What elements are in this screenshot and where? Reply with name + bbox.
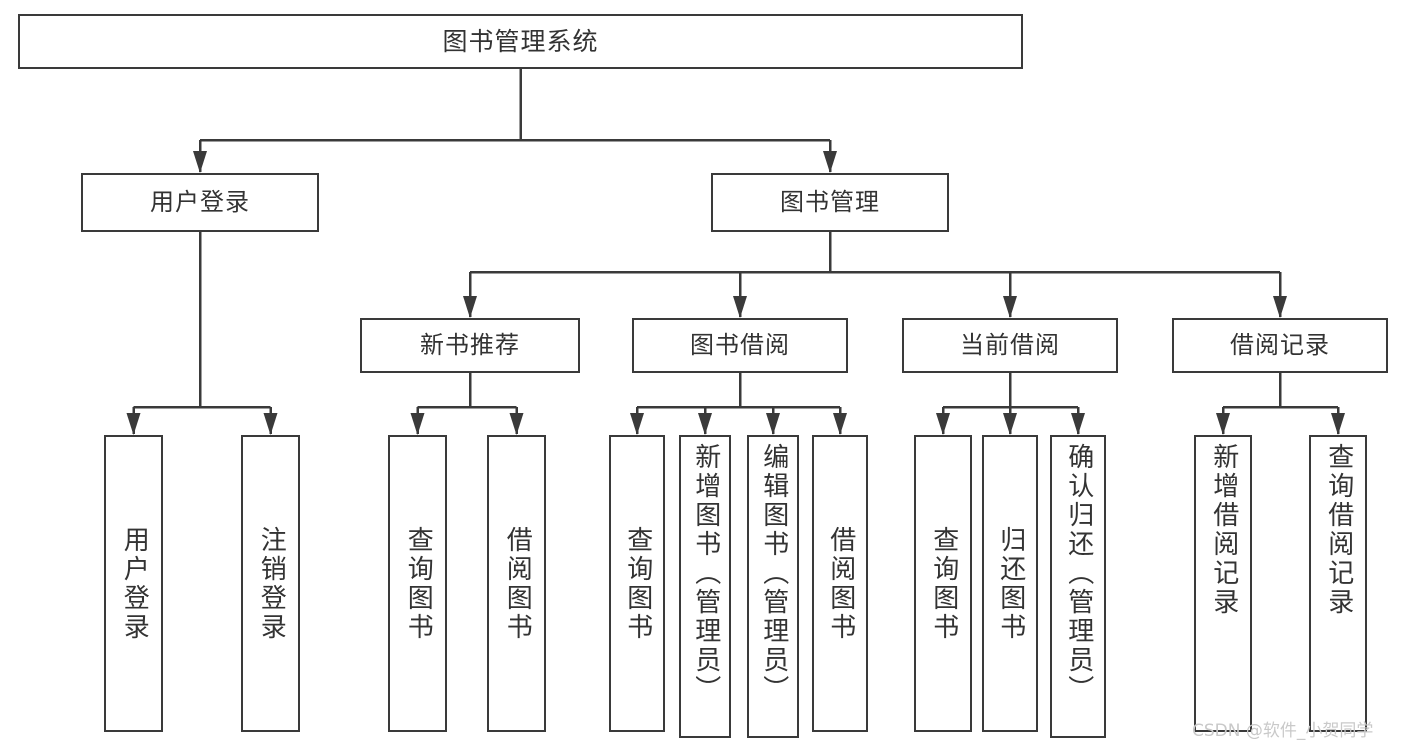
- node-label: 借阅图书: [825, 525, 856, 642]
- node-label: 查询图书: [622, 525, 653, 642]
- node-label: 借阅图书: [502, 525, 533, 642]
- node-label: 查询图书: [928, 525, 959, 642]
- node-leaf-borrow-book-1: 借阅图书: [487, 435, 546, 732]
- node-label: 注销登录: [256, 525, 287, 642]
- node-label: 用户登录: [119, 525, 150, 642]
- node-leaf-edit-book: 编辑图书（管理员）: [747, 435, 799, 738]
- node-newbook: 新书推荐: [360, 318, 580, 373]
- node-leaf-query-record: 查询借阅记录: [1309, 435, 1367, 732]
- node-leaf-add-book: 新增图书（管理员）: [679, 435, 731, 738]
- node-record: 借阅记录: [1172, 318, 1388, 373]
- node-login: 用户登录: [81, 173, 319, 232]
- node-label: 查询借阅记录: [1323, 443, 1354, 617]
- node-label: 归还图书: [995, 525, 1026, 642]
- node-label: 图书借阅: [690, 331, 790, 360]
- node-label: 查询图书: [403, 525, 434, 642]
- node-label: 新书推荐: [420, 331, 520, 360]
- node-label: 用户登录: [150, 188, 250, 217]
- node-leaf-borrow-book-2: 借阅图书: [812, 435, 868, 732]
- node-leaf-return-book: 归还图书: [982, 435, 1038, 732]
- node-bookmgmt: 图书管理: [711, 173, 949, 232]
- node-label: 当前借阅: [960, 331, 1060, 360]
- node-label: 编辑图书（管理员）: [758, 443, 789, 704]
- node-label: 新增图书（管理员）: [690, 443, 721, 704]
- node-leaf-query-book-1: 查询图书: [388, 435, 447, 732]
- node-leaf-confirm-return: 确认归还（管理员）: [1050, 435, 1106, 738]
- node-label: 图书管理系统: [442, 26, 599, 56]
- node-leaf-query-book-2: 查询图书: [609, 435, 665, 732]
- node-label: 借阅记录: [1230, 331, 1330, 360]
- node-label: 新增借阅记录: [1208, 443, 1239, 617]
- node-borrow: 图书借阅: [632, 318, 848, 373]
- node-label: 图书管理: [780, 188, 880, 217]
- node-leaf-query-book-3: 查询图书: [914, 435, 972, 732]
- node-leaf-add-record: 新增借阅记录: [1194, 435, 1252, 732]
- node-leaf-logout-login: 注销登录: [241, 435, 300, 732]
- node-leaf-user-login: 用户登录: [104, 435, 163, 732]
- node-root: 图书管理系统: [18, 14, 1023, 69]
- node-current: 当前借阅: [902, 318, 1118, 373]
- csdn-watermark: CSDN @软件_小贺同学: [1192, 721, 1374, 741]
- node-label: 确认归还（管理员）: [1063, 443, 1094, 704]
